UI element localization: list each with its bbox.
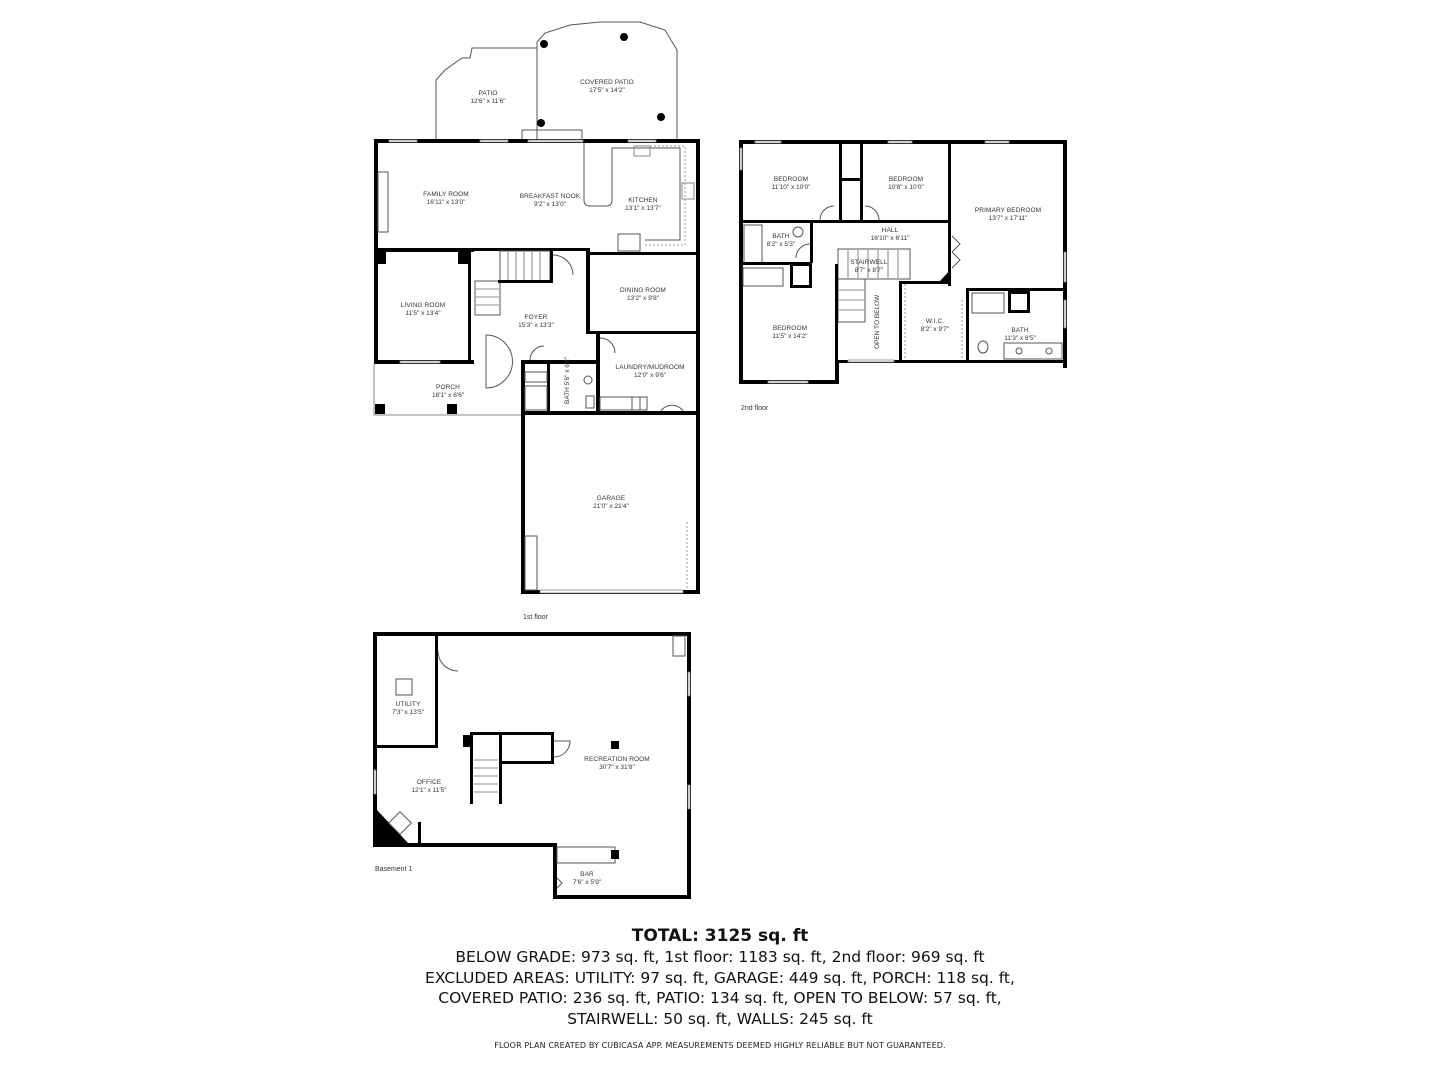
room-label-utility: UTILITY 7'3" x 13'5": [391, 701, 425, 716]
room-label-bedroom-1: BEDROOM 11'10" x 10'0": [771, 176, 811, 191]
room-label-recreation-room: RECREATION ROOM 30'7" x 31'8": [584, 756, 650, 771]
room-label-open-to-below: OPEN TO BELOW: [874, 294, 881, 349]
room-label-office: OFFICE 12'1" x 11'5": [411, 779, 447, 794]
room-label-living-room: LIVING ROOM 11'5" x 13'4": [400, 302, 446, 317]
room-label-dining-room: DINING ROOM 13'2" x 9'8": [620, 287, 666, 302]
room-label-kitchen: KITCHEN 13'1" x 13'7": [625, 197, 661, 212]
first-floor-plan: [373, 21, 700, 594]
total-area: TOTAL: 3125 sq. ft: [631, 926, 809, 946]
room-label-breakfast-nook: BREAKFAST NOOK 9'2" x 13'0": [519, 193, 581, 208]
floor-name-basement: Basement 1: [375, 866, 413, 873]
room-label-bar: BAR 7'6" x 5'9": [572, 871, 602, 886]
basement-plan: [373, 632, 691, 899]
summary-line-1: BELOW GRADE: 973 sq. ft, 1st floor: 1183…: [455, 948, 985, 966]
room-label-primary-bedroom: PRIMARY BEDROOM 13'7" x 17'11": [974, 207, 1042, 222]
room-label-hall-bath: BATH 8'2" x 5'3": [766, 233, 796, 248]
room-label-bedroom-2: BEDROOM 10'8" x 10'0": [888, 176, 924, 191]
room-label-bedroom-3: BEDROOM 11'5" x 14'2": [772, 325, 808, 340]
room-label-family-room: FAMILY ROOM 16'11" x 13'0": [423, 191, 469, 206]
room-label-hall: HALL 16'10" x 6'11": [870, 227, 910, 242]
summary-line-3: COVERED PATIO: 236 sq. ft, PATIO: 134 sq…: [438, 989, 1002, 1007]
area-summary: TOTAL: 3125 sq. ft BELOW GRADE: 973 sq. …: [0, 925, 1440, 1050]
room-label-garage: GARAGE 21'0" x 21'4": [593, 495, 629, 510]
room-label-stairwell: STAIRWELL 8'7" x 8'7": [850, 259, 888, 274]
summary-line-4: STAIRWELL: 50 sq. ft, WALLS: 245 sq. ft: [567, 1009, 873, 1028]
floor-name-first: 1st floor: [523, 614, 548, 621]
room-label-covered-patio: COVERED PATIO 17'5" x 14'2": [580, 79, 634, 94]
room-label-patio: PATIO 12'6" x 11'6": [470, 90, 506, 105]
room-label-foyer: FOYER 15'3" x 13'3": [518, 314, 554, 329]
summary-line-2: EXCLUDED AREAS: UTILITY: 97 sq. ft, GARA…: [425, 968, 1015, 987]
second-floor-plan: [739, 140, 1067, 384]
room-label-half-bath: BATH 5'6" x 6'2": [564, 356, 571, 404]
disclaimer: FLOOR PLAN CREATED BY CUBICASA APP. MEAS…: [494, 1041, 946, 1050]
room-label-primary-bath: BATH 11'3" x 8'5": [1004, 327, 1036, 342]
room-label-walk-in-closet: W.I.C. 8'2" x 9'7": [920, 318, 950, 333]
room-label-porch: PORCH 18'1" x 6'6": [431, 384, 465, 399]
floor-name-second: 2nd floor: [741, 405, 769, 412]
room-label-laundry-mudroom: LAUNDRY/MUDROOM 12'0" x 9'6": [615, 364, 685, 379]
